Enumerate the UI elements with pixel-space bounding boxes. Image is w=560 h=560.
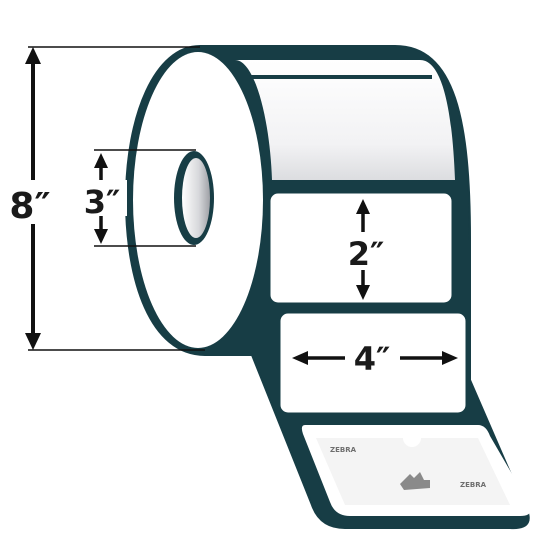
arrow-down-icon [356,285,370,300]
core-diameter-dimension: 3″ [75,149,196,247]
label-width-dimension: 4″ [292,340,458,378]
label-bg-8in [4,180,56,224]
core-inner [182,158,210,238]
liner-brand-left: ZEBRA [330,446,357,454]
arrow-down-icon [25,333,41,350]
label-width-label: 4″ [354,340,391,378]
liner-branding: ZEBRA ZEBRA [330,429,487,490]
liner-notch [403,429,421,447]
label-bg-3in [75,180,127,216]
liner-brand-right: ZEBRA [460,481,487,489]
core-diameter-label: 3″ [84,183,121,221]
label-2 [279,312,467,414]
label-height-label: 2″ [348,235,385,273]
arrow-left-icon [292,351,308,365]
label-height-dimension: 2″ [348,199,385,300]
roll-top-surface [235,60,455,180]
roll-diameter-dimension: 8″ [4,46,205,351]
arrow-up-icon [25,47,41,64]
arrow-right-icon [442,351,458,365]
label-1 [269,192,453,304]
arrow-up-icon [356,199,370,214]
roll-end-face [133,52,263,348]
liner-print-band [316,438,510,505]
zebra-logo-icon [400,472,430,490]
arrow-down-icon [94,229,108,244]
arrow-up-icon [94,153,108,168]
roll-diameter-label: 8″ [9,186,50,227]
